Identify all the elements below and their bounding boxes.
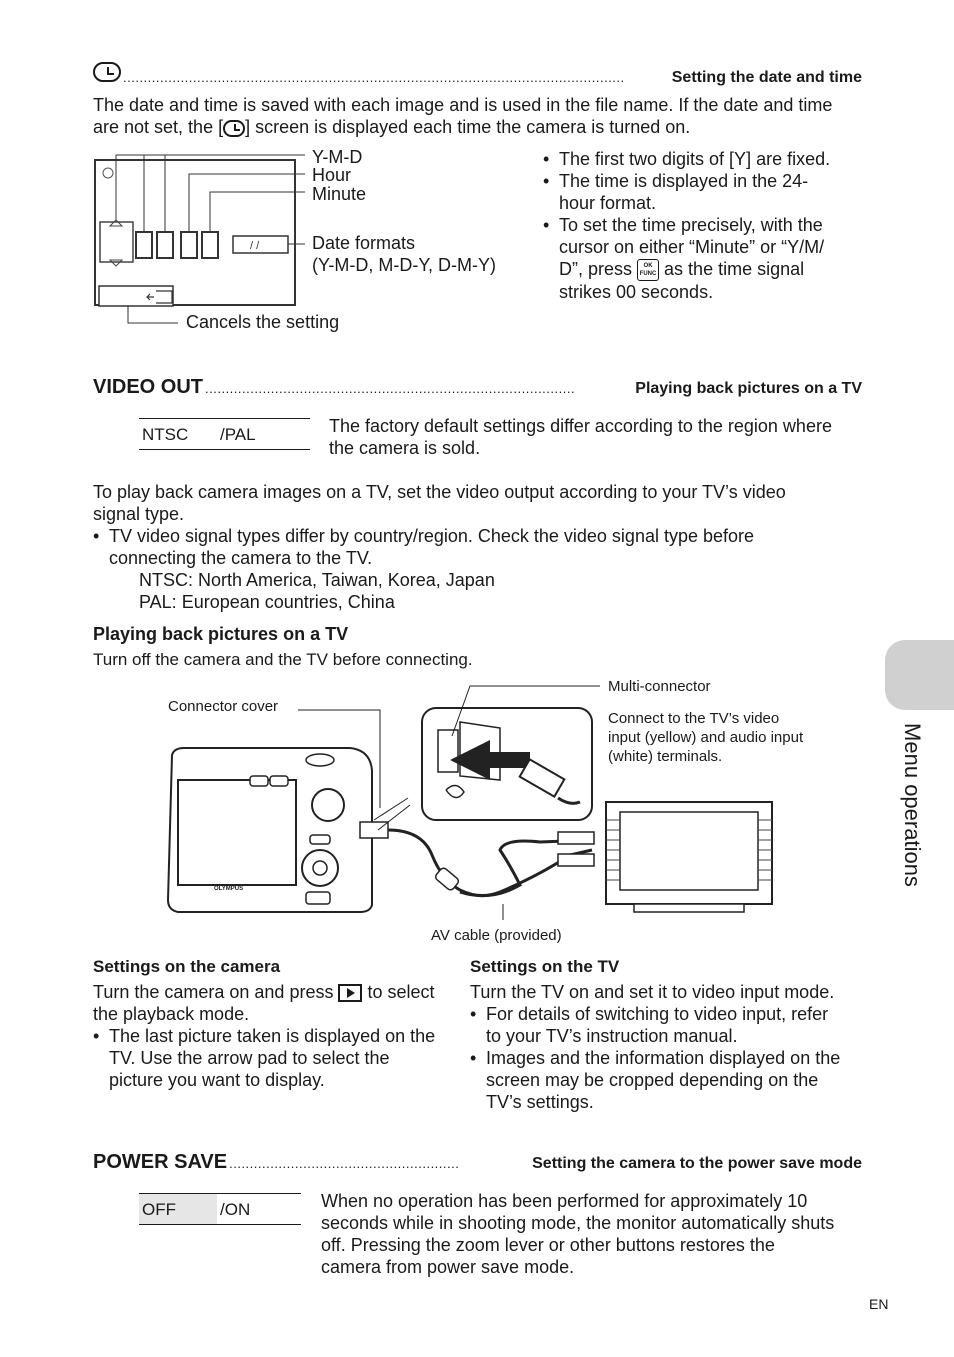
option-on: /ON: [220, 1200, 251, 1219]
list-item: Images and the information displayed on …: [470, 1047, 870, 1113]
label-connect-to-tv: Connect to the TV’s video input (yellow)…: [608, 710, 804, 765]
av-cable: [387, 828, 593, 897]
cable-plug-closeup: [518, 757, 566, 799]
footer-language: EN: [869, 1296, 889, 1312]
list-item: To set the time precisely, with the curs…: [543, 214, 863, 303]
hour-field: [180, 231, 198, 259]
video-out-bullets: TV video signal types differ by country/…: [93, 525, 873, 569]
callout-minute: Minute: [312, 184, 367, 204]
video-out-note: The factory default settings differ acco…: [329, 416, 832, 458]
tv-connection-diagram: OLYMPUS: [166, 685, 773, 920]
camera-button: [305, 891, 331, 905]
pal-regions: PAL: European countries, China: [139, 592, 395, 612]
datetime-bullets: The first two digits of [Y] are fixed. T…: [543, 148, 863, 303]
tv-heading: Playing back pictures on a TV: [93, 624, 349, 644]
datetime-screen-diagram: / /: [94, 154, 305, 324]
list-item: The time is displayed in the 24-hour for…: [543, 170, 863, 214]
clock-icon: [223, 119, 246, 137]
section-tab-label: Menu operations: [900, 723, 925, 887]
date-format-separator: / /: [250, 240, 260, 252]
label-av-cable: AV cable (provided): [431, 927, 562, 944]
label-connector-cover: Connector cover: [168, 698, 279, 715]
datetime-desc: Setting the date and time: [671, 69, 862, 86]
playback-icon: [338, 984, 363, 1003]
insert-arrow-icon: [450, 740, 530, 780]
rca-plug: [557, 853, 595, 867]
tv-settings-text: Turn the TV on and set it to video input…: [470, 982, 835, 1002]
datetime-heading: ........................................…: [93, 62, 862, 87]
tv-speaker-grille: [606, 819, 772, 881]
rca-plug: [557, 831, 595, 845]
day-field: [156, 231, 174, 259]
list-item: For details of switching to video input,…: [470, 1003, 870, 1047]
tv-screen: [619, 811, 759, 891]
tv-settings-bullets: For details of switching to video input,…: [470, 1003, 870, 1113]
video-out-options: NTSC /PAL: [139, 418, 310, 450]
tv-sub: Turn off the camera and the TV before co…: [93, 650, 473, 669]
datetime-intro: The date and time is saved with each ima…: [93, 95, 833, 137]
callout-cancels: Cancels the setting: [186, 312, 340, 332]
leader-dots: ........................................…: [123, 70, 625, 85]
minute-field: [201, 231, 219, 259]
callout-date-formats: Date formats (Y-M-D, M-D-Y, D-M-Y): [312, 233, 496, 275]
camera-settings-bullets: The last picture taken is displayed on t…: [93, 1025, 453, 1091]
video-out-title: VIDEO OUT: [93, 376, 204, 398]
clock-icon: [102, 167, 114, 179]
video-out-desc: Playing back pictures on a TV: [635, 380, 862, 397]
list-item: TV video signal types differ by country/…: [93, 525, 873, 569]
camera-settings-text: Turn the camera on and press to select t…: [93, 982, 435, 1024]
multi-connector-port: [437, 729, 459, 773]
video-out-para: To play back camera images on a TV, set …: [93, 482, 786, 524]
list-item: The last picture taken is displayed on t…: [93, 1025, 453, 1091]
av-cable: [459, 838, 593, 898]
power-save-text: When no operation has been performed for…: [321, 1191, 835, 1277]
ntsc-regions: NTSC: North America, Taiwan, Korea, Japa…: [139, 570, 495, 590]
arrow-down-icon: [108, 259, 124, 267]
power-save-options: OFF /ON: [139, 1193, 301, 1225]
camera-button: [249, 775, 269, 787]
mode-dial: [311, 788, 345, 822]
date-format-field: [232, 235, 289, 254]
back-icon: [146, 290, 173, 304]
option-pal: /PAL: [220, 425, 256, 444]
clock-icon: [93, 62, 121, 82]
camera-button: [309, 834, 331, 845]
list-item: The first two digits of [Y] are fixed.: [543, 148, 863, 170]
zoom-lines: [373, 797, 411, 831]
camera-plug: [359, 821, 389, 839]
year-field: [99, 221, 134, 263]
tv-stand: [633, 903, 745, 913]
option-off: OFF: [142, 1200, 176, 1219]
video-out-heading: VIDEO OUT ..............................…: [93, 376, 862, 399]
arrow-up-icon: [108, 219, 124, 227]
camera-brand: OLYMPUS: [214, 886, 243, 892]
power-save-title: POWER SAVE: [93, 1151, 228, 1173]
callout-hour: Hour: [312, 165, 352, 185]
option-highlight: [139, 1194, 217, 1224]
callout-ymd: Y-M-D: [312, 147, 363, 167]
label-multi-connector: Multi-connector: [608, 678, 711, 695]
month-field: [135, 231, 153, 259]
option-ntsc: NTSC: [142, 425, 189, 444]
camera-button: [269, 775, 289, 787]
camera-screen: [177, 779, 297, 886]
back-button-box: [98, 285, 174, 307]
tv-settings-title: Settings on the TV: [470, 957, 620, 976]
shutter-button: [305, 753, 335, 767]
power-save-heading: POWER SAVE .............................…: [93, 1151, 862, 1174]
ok-button: [312, 860, 328, 876]
leader-dots: ........................................…: [229, 1156, 460, 1171]
leader-dots: ........................................…: [205, 381, 576, 396]
ferrite-core: [434, 867, 460, 891]
power-save-desc: Setting the camera to the power save mod…: [532, 1155, 862, 1172]
camera-settings-title: Settings on the camera: [93, 957, 281, 976]
section-tab: [885, 640, 954, 710]
